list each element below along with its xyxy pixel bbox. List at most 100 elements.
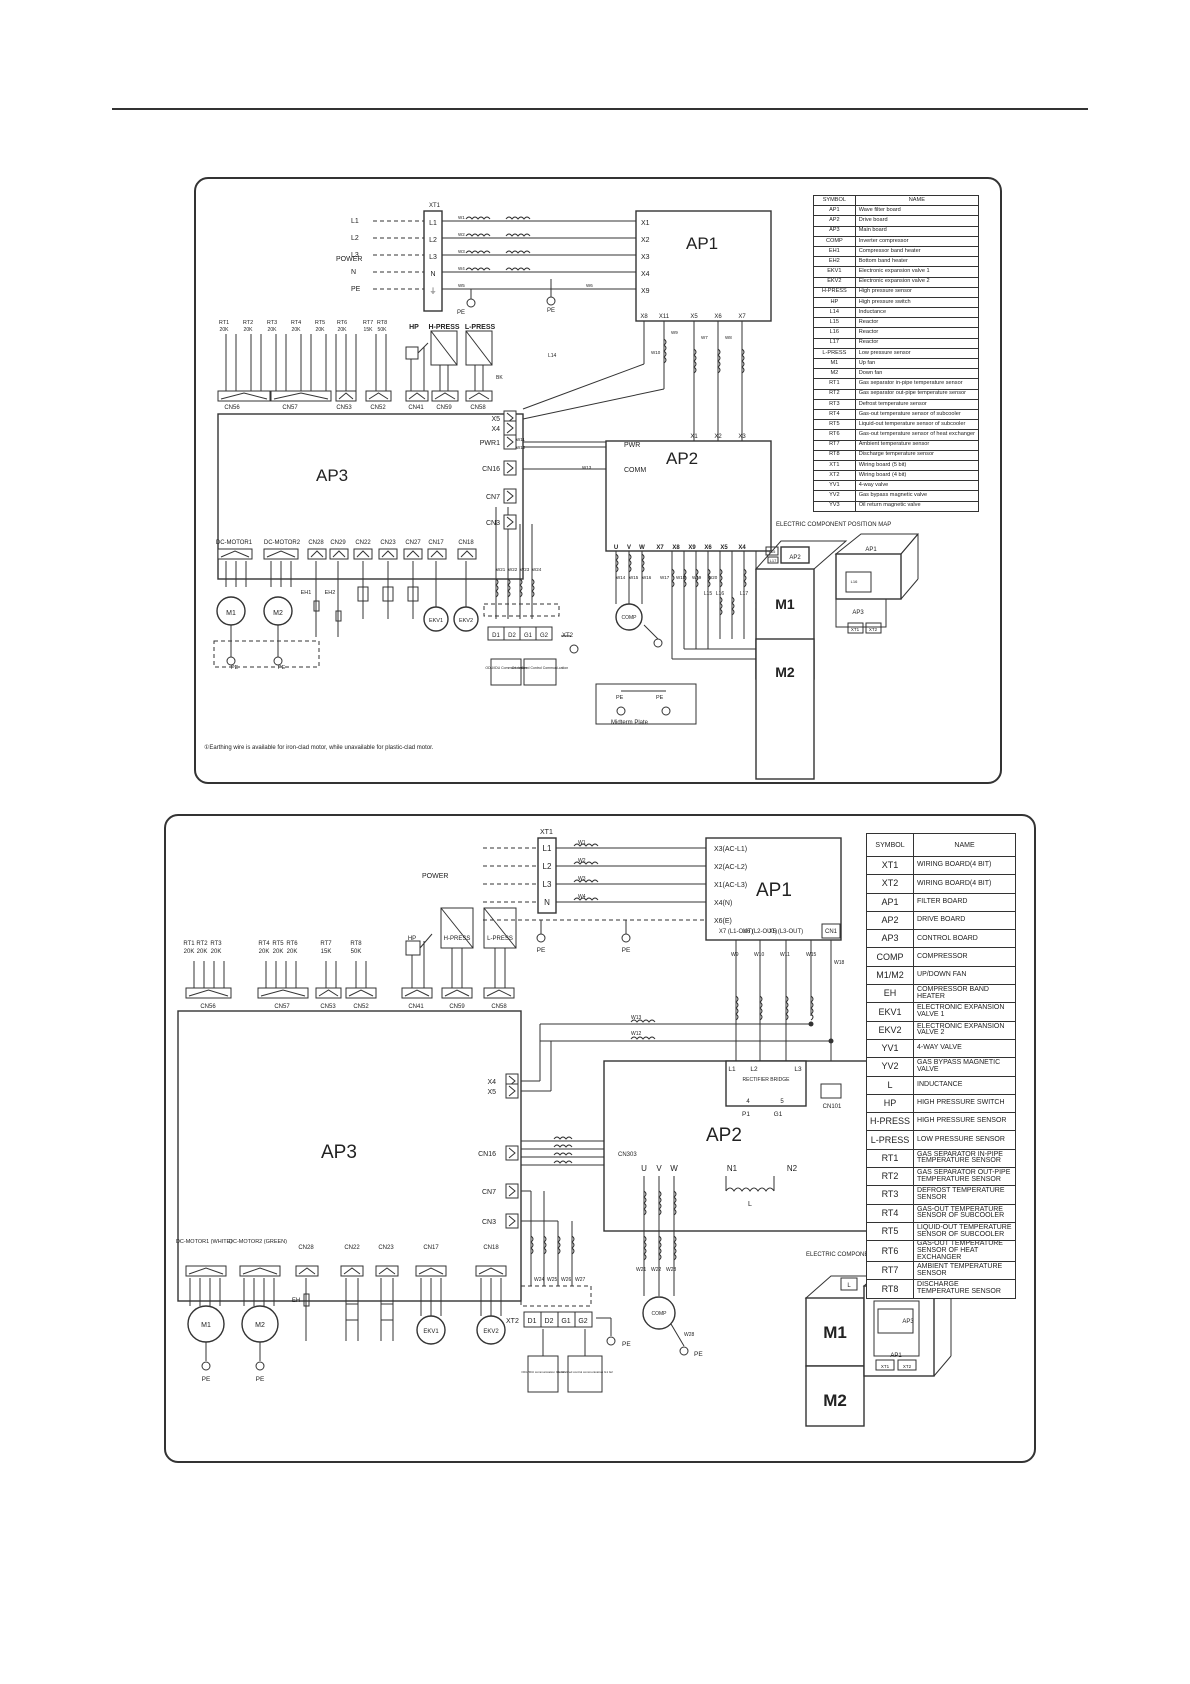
wire-label-16: W17 <box>660 575 670 580</box>
legend2-symbol: H-PRESS <box>865 1112 915 1132</box>
ap2-wire-label-12: W22 <box>651 1267 662 1273</box>
pos-map-l15: L15 <box>769 549 776 554</box>
load-m1: M1 <box>226 610 236 617</box>
legend2-symbol: YV1 <box>865 1038 915 1059</box>
ap2-board <box>605 440 772 552</box>
bottom-connector-label-5: CN23 <box>380 540 396 546</box>
pos-map-l16: L16 <box>851 579 858 584</box>
legend2-name: DRIVE BOARD <box>913 910 1016 931</box>
ap2-input-0: X1 <box>690 434 698 440</box>
legend-symbol: EH1 <box>813 245 856 258</box>
legend2-name: WIRING BOARD(4 BIT) <box>913 855 1016 876</box>
xt1-terminal-2: L3 <box>429 254 437 261</box>
legend-name: Inverter compressor <box>854 235 980 247</box>
bottom-connector-label-3: CN29 <box>330 540 346 546</box>
ap2-pos-map-title: ELECTRIC COMPONENT POSITION MAP <box>806 1252 921 1258</box>
ap2-xt1-terminal-3: N <box>544 898 550 907</box>
legend2-symbol: RT7 <box>865 1261 915 1281</box>
reactor-2: L17 <box>740 591 749 597</box>
sensor-6: RT7 <box>363 320 373 326</box>
wire-label-13: W14 <box>616 575 626 580</box>
rectifier-p1: P1 <box>742 1111 750 1118</box>
midterm-plate-label: Midterm Plate <box>611 720 649 726</box>
ap2-pos-map-ap3: AP3 <box>902 1319 914 1325</box>
ap2-output-3: X7 <box>656 545 664 551</box>
pos-map-m1-label: M1 <box>775 596 795 612</box>
legend2-name: FILTER BOARD <box>913 892 1016 912</box>
legend2-symbol: HP <box>865 1093 915 1114</box>
ap2-output-5: X9 <box>688 545 696 551</box>
ap2-ap3-side-connector-4 <box>505 1213 519 1229</box>
top-connector-6 <box>465 390 493 402</box>
rectifier-title: RECTIFIER BRIDGE <box>743 1077 791 1083</box>
footnote: ①Earthing wire is available for iron-cla… <box>204 744 434 751</box>
bottom-connector-label-4: CN22 <box>355 540 371 546</box>
top-connector-label-5: CN59 <box>436 405 452 411</box>
bottom-connector-8 <box>457 548 477 560</box>
xt2-terminal-3: G2 <box>540 633 549 639</box>
wire-label-23: W24 <box>532 567 542 572</box>
sensor-1: RT2 <box>243 320 253 326</box>
ap2-ap3-side-port-2: CN16 <box>478 1151 496 1158</box>
legend-name: Gas separator out-pipe temperature senso… <box>854 388 980 400</box>
legend-symbol: EKV1 <box>813 266 856 278</box>
ap2-ap1-output-2: X5 (L3-OUT) <box>769 929 803 935</box>
xt1-terminal-0: L1 <box>429 220 437 227</box>
wire-label-2: W3 <box>458 249 465 254</box>
ap2-pos-map-m1: M1 <box>823 1323 847 1342</box>
legend-symbol: XT1 <box>813 459 856 472</box>
ap2-wire-label-11: W21 <box>636 1267 647 1273</box>
ap2-bottom-connector-label-6: CN18 <box>483 1245 499 1251</box>
legend2-symbol: RT2 <box>865 1167 915 1187</box>
bottom-connector-5 <box>378 548 398 560</box>
legend-symbol: RT8 <box>813 449 856 461</box>
ap2-top-connector-0 <box>185 987 232 999</box>
load-eh1: EH1 <box>301 590 312 596</box>
ap1-output-1: X11 <box>659 314 670 320</box>
legend-symbol: EH2 <box>813 256 856 268</box>
ap1-input-4: X9 <box>641 288 650 295</box>
ap2-output-6: X6 <box>704 545 712 551</box>
ap2-pe-3: PE <box>622 1341 631 1348</box>
legend-name: Discharge temperature sensor <box>854 449 980 461</box>
legend-name: Main board <box>854 225 980 237</box>
legend2-symbol: COMP <box>865 947 915 967</box>
ap2-wire-label-18: W28 <box>684 1332 695 1338</box>
bottom-connector-6 <box>403 548 423 560</box>
sensor-value-2: 20K <box>268 327 278 333</box>
load-eh2: EH2 <box>325 590 336 596</box>
legend-symbol: COMP <box>813 235 856 247</box>
legend-symbol: RT4 <box>813 408 856 421</box>
pos-map-xt2: XT2 <box>869 627 878 632</box>
ap2-port-5: N1 <box>727 1164 738 1173</box>
top-connector-label-0: CN56 <box>224 405 240 411</box>
wire-label-7: W8 <box>725 335 732 340</box>
sensor-value-7: 50K <box>378 327 388 333</box>
xt2-terminal-2: G1 <box>524 633 533 639</box>
ap1-board-2 <box>705 837 842 941</box>
pos-map-m2-label: M2 <box>775 664 795 680</box>
xt2-cell-3 <box>535 626 553 641</box>
legend2-symbol: RT4 <box>865 1203 915 1223</box>
ap2-ap1-output-0: X7 (L1-OUT) <box>719 929 753 935</box>
legend-symbol: RT7 <box>813 439 856 451</box>
ekv1-valve-2 <box>416 1315 446 1345</box>
ap2-switch-hpress: H-PRESS <box>444 936 471 942</box>
ap2-wire-label-14: W24 <box>534 1277 545 1283</box>
rectifier-bridge <box>725 1060 807 1107</box>
wire-label-0: W1 <box>458 215 465 220</box>
legend-symbol: L-PRESS <box>813 347 856 360</box>
